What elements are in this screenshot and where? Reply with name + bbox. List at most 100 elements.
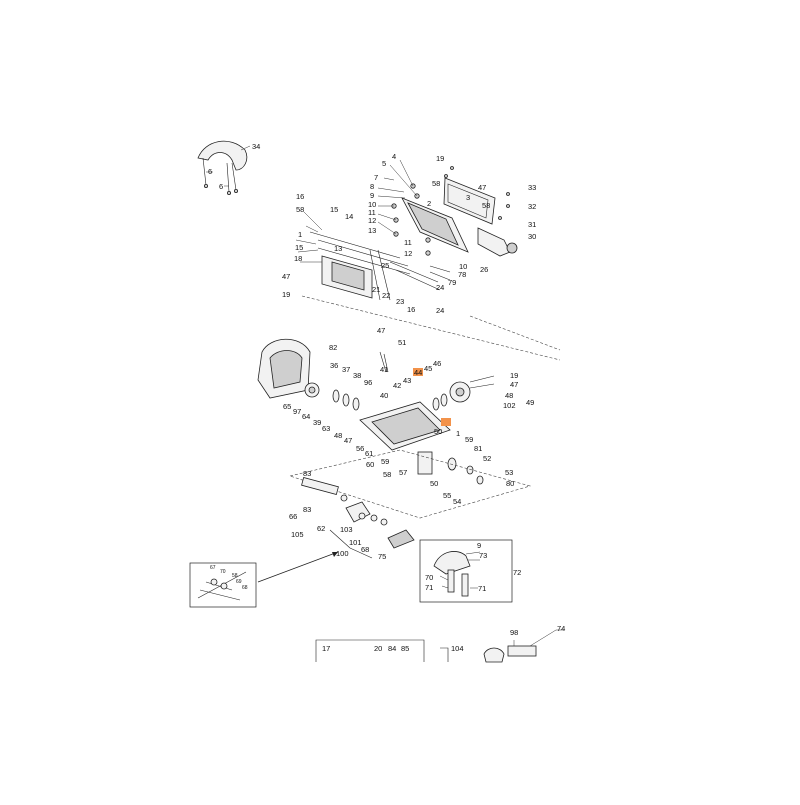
label: 24 — [436, 283, 444, 292]
label: 100 — [336, 549, 349, 558]
partial-box — [315, 639, 425, 662]
label: 73 — [479, 551, 487, 560]
inset-detail — [189, 551, 339, 608]
label: 1 — [298, 230, 302, 239]
label: 102 — [503, 401, 516, 410]
label: 56 — [356, 444, 364, 453]
engine-fins — [269, 350, 303, 389]
bearing — [440, 393, 448, 407]
nozzle-stem — [447, 569, 455, 593]
nozzle-head — [433, 551, 471, 575]
label: 5 — [382, 159, 386, 168]
spring-sleeve — [387, 529, 415, 549]
bracket-inner — [447, 183, 489, 219]
bracket-slot — [331, 261, 365, 291]
label: 2 — [427, 199, 431, 208]
screw — [506, 204, 510, 208]
ring — [380, 518, 388, 526]
label: 80 — [506, 479, 514, 488]
label: 96 — [364, 378, 372, 387]
label: 68 — [361, 545, 369, 554]
label: 58 — [296, 205, 304, 214]
label: 1 — [456, 429, 460, 438]
label: 24 — [436, 306, 444, 315]
bearing — [342, 393, 350, 407]
label: 3 — [466, 193, 470, 202]
drive-shaft — [301, 476, 339, 496]
label: 34 — [252, 142, 260, 151]
label: 52 — [483, 454, 491, 463]
pins — [389, 261, 441, 291]
nut — [476, 475, 484, 485]
ring — [340, 494, 348, 502]
label: 82 — [329, 343, 337, 352]
highlight-marker — [441, 418, 451, 426]
label: 59 — [381, 457, 389, 466]
label: 18 — [294, 254, 302, 263]
label: 31 — [528, 220, 536, 229]
label: 68 — [242, 585, 248, 591]
bolt-head — [203, 183, 208, 188]
label: 45 — [424, 364, 432, 373]
label: 37 — [342, 365, 350, 374]
label: 15 — [295, 243, 303, 252]
rods — [309, 231, 411, 275]
ring — [220, 582, 228, 590]
rod-bracket-assembly — [295, 211, 441, 301]
label: 105 — [291, 530, 304, 539]
label: 61 — [365, 449, 373, 458]
label: 12 — [368, 216, 376, 225]
label: 69 — [236, 579, 242, 585]
leaders — [295, 211, 323, 263]
clutch-hub — [308, 386, 316, 394]
label: 101 — [349, 538, 362, 547]
label: 25 — [381, 261, 389, 270]
label: 58 — [383, 470, 391, 479]
label: 48 — [505, 391, 513, 400]
label: 39 — [313, 418, 321, 427]
label: 60 — [366, 460, 374, 469]
label: 53 — [505, 468, 513, 477]
label: 6 — [208, 167, 212, 176]
label: 17 — [322, 644, 330, 653]
label: 79 — [448, 278, 456, 287]
label: 70 — [220, 569, 226, 575]
handle-bolts — [202, 157, 237, 193]
label: 6 — [219, 182, 223, 191]
guide-box — [288, 449, 532, 519]
label: 70 — [425, 573, 433, 582]
ring — [358, 512, 366, 520]
label: 26 — [480, 265, 488, 274]
label: 19 — [436, 154, 444, 163]
label: 16 — [296, 192, 304, 201]
label: 41 — [380, 365, 388, 374]
label: 62 — [317, 524, 325, 533]
partial-part — [483, 647, 505, 663]
label: 47 — [377, 326, 385, 335]
label: 9 — [477, 541, 481, 550]
handle-grip — [197, 140, 248, 171]
label: 66 — [289, 512, 297, 521]
label: 9 — [370, 191, 374, 200]
label: 83 — [303, 469, 311, 478]
washer — [332, 389, 340, 403]
label: 50 — [430, 479, 438, 488]
label: 47 — [344, 436, 352, 445]
label: 71 — [425, 583, 433, 592]
label: 10 — [368, 200, 376, 209]
leaders — [377, 159, 418, 235]
ring — [210, 578, 218, 586]
label: 72 — [513, 568, 521, 577]
pointer-line — [257, 551, 339, 583]
label: 22 — [382, 291, 390, 300]
label: 54 — [453, 497, 461, 506]
label: 42 — [393, 381, 401, 390]
label: 59 — [465, 435, 473, 444]
cover-assembly — [377, 159, 518, 281]
label: 15 — [330, 205, 338, 214]
nozzle-stem — [461, 573, 469, 597]
label: 19 — [282, 290, 290, 299]
label: 63 — [322, 424, 330, 433]
